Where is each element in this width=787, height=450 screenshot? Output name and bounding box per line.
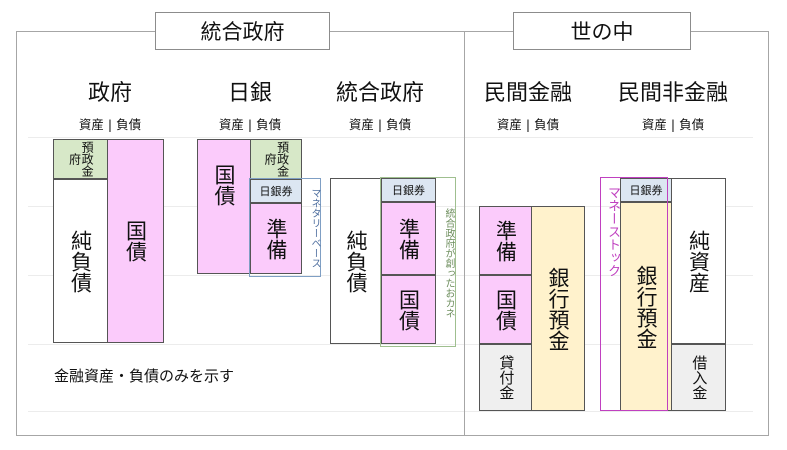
- balance-columns-private-nonfinancial: 資産 | 負債: [641, 117, 705, 132]
- entity-title-private-nonfinancial: 民間非金融: [617, 81, 728, 106]
- private-financial-loans-label: 貸付金: [497, 355, 516, 400]
- private-financial-loans-box: 貸付金: [479, 344, 532, 411]
- private-nonfinancial-borrowings-label: 借入金: [690, 355, 709, 400]
- private-financial-reserves-box: 準備: [479, 206, 532, 275]
- balance-columns-boj: 資産 | 負債: [218, 117, 282, 132]
- boj-gov-deposit-box: 預政金府: [250, 139, 302, 179]
- government-deposit-label: 預政金府: [67, 141, 95, 177]
- private-financial-bonds-box: 国債: [479, 275, 532, 344]
- monetary-base-bracket: [249, 178, 321, 277]
- section-title-consolidated-government: 統合政府: [155, 12, 330, 50]
- consolidated-reserves-box: 準備: [381, 202, 436, 275]
- private-nonfinancial-banknotes-box: 日銀券: [620, 178, 672, 202]
- boj-gov-deposit-label: 預政金府: [263, 141, 290, 177]
- monetary-base-label: マネタリーベース: [309, 188, 320, 268]
- entity-title-boj: 日銀: [227, 81, 272, 106]
- money-stock-bracket: [600, 177, 668, 411]
- private-nonfinancial-deposits-label: 銀行預金: [634, 264, 659, 349]
- government-deposit-box: 預政金府: [53, 139, 108, 179]
- government-net-liability-label: 純負債: [68, 229, 93, 293]
- government-net-liability-box: 純負債: [53, 179, 108, 343]
- consolidated-banknotes-box: 日銀券: [381, 178, 436, 202]
- section-title-society: 世の中: [513, 12, 691, 50]
- balance-columns-government: 資産 | 負債: [78, 117, 142, 132]
- government-bonds-label: 国債: [123, 220, 148, 262]
- consolidated-bonds-label: 国債: [396, 288, 421, 331]
- balance-columns-private-financial: 資産 | 負債: [496, 117, 560, 132]
- consolidated-reserves-label: 準備: [396, 217, 421, 260]
- entity-title-private-financial: 民間金融: [483, 81, 572, 106]
- private-financial-deposits-label: 銀行預金: [546, 266, 571, 351]
- boj-banknotes-box: 日銀券: [250, 179, 302, 203]
- boj-bonds-label: 国債: [212, 164, 237, 206]
- private-financial-deposits-box: 銀行預金: [531, 206, 585, 411]
- private-financial-bonds-label: 国債: [493, 288, 518, 331]
- private-financial-reserves-label: 準備: [493, 219, 518, 262]
- boj-reserves-label: 準備: [264, 217, 289, 260]
- private-nonfinancial-net-assets-box: 純資産: [671, 178, 726, 344]
- private-nonfinancial-borrowings-box: 借入金: [671, 344, 726, 411]
- government-bonds-box: 国債: [107, 139, 164, 343]
- entity-title-consolidated-government: 統合政府: [335, 81, 424, 106]
- consolidated-net-liability-box: 純負債: [330, 178, 382, 344]
- boj-reserves-box: 準備: [250, 203, 302, 274]
- footnote: 金融資産・負債のみを示す: [54, 367, 235, 385]
- created-money-label: 統合政府が創ったおカネ: [443, 208, 454, 318]
- created-money-bracket: [380, 177, 456, 347]
- guide-line: [28, 411, 753, 412]
- boj-bonds-box: 国債: [197, 139, 251, 274]
- entity-title-government: 政府: [87, 81, 132, 106]
- money-stock-label: マネーストック: [605, 186, 620, 277]
- consolidated-net-liability-label: 純負債: [344, 229, 369, 293]
- private-nonfinancial-net-assets-label: 純資産: [686, 229, 711, 293]
- guide-line: [28, 344, 753, 345]
- balance-columns-consolidated-government: 資産 | 負債: [348, 117, 412, 132]
- guide-line: [28, 137, 753, 138]
- consolidated-bonds-box: 国債: [381, 275, 436, 344]
